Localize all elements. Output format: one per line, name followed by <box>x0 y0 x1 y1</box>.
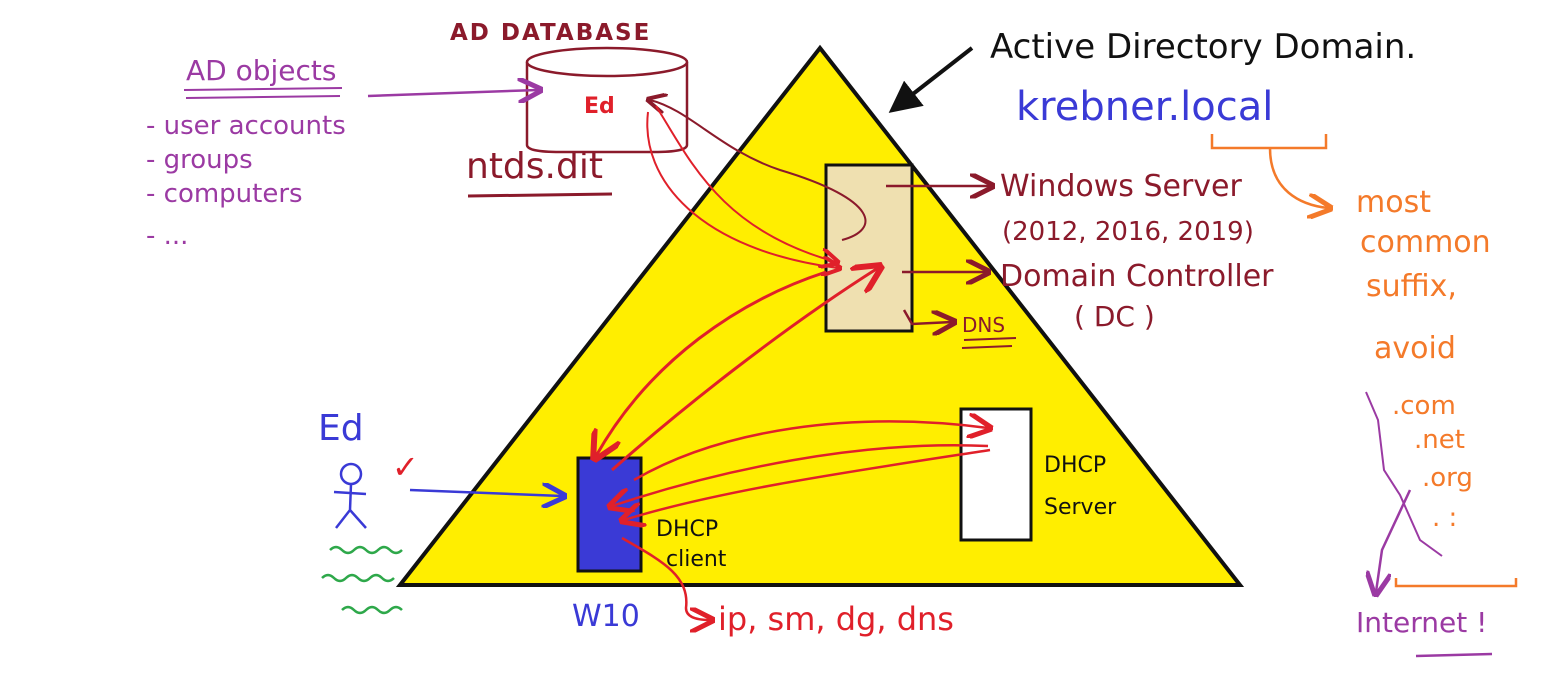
ad-objects-underline <box>183 87 343 99</box>
database-title: AD DATABASE <box>450 20 651 46</box>
database-file-underline <box>467 192 613 198</box>
client-os-label: W10 <box>572 599 640 634</box>
ad-objects-arrow <box>367 90 538 96</box>
domain-name: krebner.local <box>1016 84 1273 130</box>
database-file: ntds.dit <box>466 146 603 187</box>
database-to-dc-arrow-2 <box>646 111 838 268</box>
server-dns-underline <box>961 337 1017 349</box>
internet-underline <box>1415 652 1493 658</box>
ad-object-user-accounts: - user accounts <box>146 111 346 141</box>
domain-suffix-bracket <box>1210 134 1328 208</box>
ad-objects-title: AD objects <box>186 54 337 87</box>
user-to-client-arrow <box>409 490 562 496</box>
server-role-abbr: ( DC ) <box>1074 300 1155 333</box>
user-stick-figure-icon <box>333 462 367 529</box>
avoid-more: . : <box>1432 503 1457 533</box>
ad-object-groups: - groups <box>146 145 253 175</box>
domain-pointer-arrow <box>888 46 974 113</box>
dhcp-to-client-arrow <box>612 444 989 506</box>
client-settings: ip, sm, dg, dns <box>718 600 954 638</box>
suffix-note-line-1: most <box>1356 185 1431 220</box>
client-to-dhcp-arrow <box>633 421 988 482</box>
suffix-note-line-3: suffix, <box>1366 269 1457 304</box>
client-box <box>576 456 643 573</box>
server-dns-arrow <box>902 310 952 324</box>
ad-object-computers: - computers <box>146 179 303 209</box>
avoid-net: .net <box>1414 425 1465 455</box>
ad-object-more: - ... <box>146 221 188 251</box>
database-to-dc-arrow-1 <box>655 105 836 262</box>
internet-label: Internet ! <box>1356 606 1487 639</box>
client-label-line-2: client <box>666 547 727 572</box>
server-dns: DNS <box>962 313 1005 337</box>
client-settings-arrow <box>621 536 710 620</box>
dc-to-client-arrow <box>596 270 827 456</box>
avoid-com: .com <box>1392 391 1456 421</box>
server-versions: (2012, 2016, 2019) <box>1002 217 1254 247</box>
dhcp-server-label-line-1: DHCP <box>1044 453 1106 478</box>
avoid-org: .org <box>1422 463 1473 493</box>
avoid-list-bracket <box>1394 578 1518 588</box>
dhcp-server-box <box>959 407 1033 542</box>
server-role: Domain Controller <box>1000 259 1274 294</box>
dhcp-server-label-line-2: Server <box>1044 495 1117 520</box>
user-attribute-squiggles <box>321 545 403 615</box>
domain-title: Active Directory Domain. <box>990 27 1416 67</box>
client-to-dc-arrow <box>611 268 878 472</box>
suffix-note-line-4: avoid <box>1374 331 1456 366</box>
server-os-label: Windows Server <box>1000 169 1242 204</box>
client-label-line-1: DHCP <box>656 517 718 542</box>
internet-arrow <box>1376 489 1412 592</box>
user-name: Ed <box>318 408 364 449</box>
dhcp-to-client-arrow-2 <box>624 448 991 520</box>
dc-to-database-arrow <box>650 100 867 241</box>
user-check: ✓ <box>392 448 419 486</box>
suffix-note-line-2: common <box>1360 225 1491 260</box>
domain-controller-box <box>824 163 914 333</box>
avoid-list-brace <box>1365 391 1443 557</box>
database-icon-text: Ed <box>584 94 615 119</box>
